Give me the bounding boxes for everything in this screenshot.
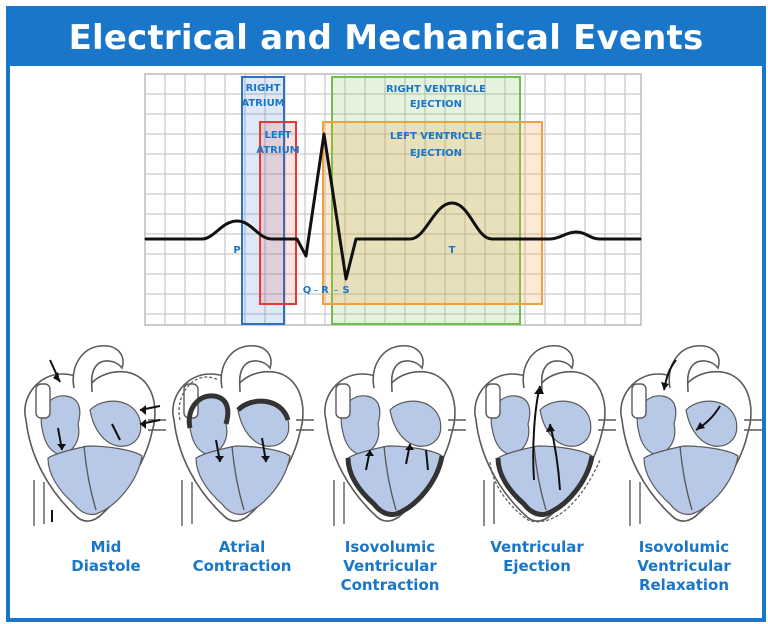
right-atrium-label-2: ATRIUM [241, 98, 284, 109]
stage-label-line: Diastole [71, 557, 141, 575]
contraction-outline [489, 459, 601, 523]
heart-illustration-atrial-contraction [172, 344, 315, 527]
right-atrium-label-1: RIGHT [246, 83, 281, 94]
left-ventricle-label-2: EJECTION [410, 148, 462, 159]
left-atrium-region [259, 121, 297, 305]
flow-arrow-icon [111, 423, 121, 441]
right-ventricle-label-2: EJECTION [410, 99, 462, 110]
left-atrium-label-1: LEFT [265, 130, 292, 141]
stage-label-line: Contraction [192, 557, 292, 575]
stage-label-isovolumic-relaxation: Isovolumic Ventricular Relaxation [614, 538, 754, 595]
ecg-trace [144, 132, 642, 281]
left-ventricle-label-1: LEFT VENTRICLE [390, 131, 482, 142]
stage-label-line: Ejection [503, 557, 571, 575]
qr-dash: – [314, 285, 319, 296]
atrial-wall-highlight [236, 398, 291, 421]
stage-label-line: Atrial [218, 538, 266, 556]
left-ventricle-region [322, 121, 543, 305]
stage-label-atrial-contraction: Atrial Contraction [172, 538, 312, 576]
title-bar: Electrical and Mechanical Events [10, 10, 762, 66]
page-title: Electrical and Mechanical Events [68, 18, 704, 58]
flow-arrow-icon [425, 449, 429, 471]
right-ventricle-region [331, 76, 521, 325]
heart-illustration-mid-diastole [24, 344, 167, 527]
stage-label-line: Contraction [340, 576, 440, 594]
heart-illustration-ventricular-ejection [474, 344, 617, 527]
ecg-grid-background [144, 73, 642, 326]
stage-label-line: Ventricular [490, 538, 584, 556]
t-wave-label: T [449, 245, 456, 256]
ecg-grid [144, 73, 642, 326]
atrial-wall-highlight [186, 393, 231, 429]
heart-illustration-isovolumic-relaxation [620, 344, 763, 527]
stage-label-line: Relaxation [638, 576, 730, 594]
stage-label-line: Isovolumic [344, 538, 436, 556]
q-wave-label: Q [303, 285, 312, 296]
p-wave-label: P [233, 245, 240, 256]
ventricle-wall-highlight [345, 455, 445, 517]
right-ventricle-label-1: RIGHT VENTRICLE [386, 84, 486, 95]
heart-illustration-isovolumic-contraction [324, 344, 467, 527]
stage-label-line: Mid [90, 538, 122, 556]
stage-label-line: Ventricular [343, 557, 437, 575]
left-atrium-label-2: ATRIUM [256, 145, 299, 156]
contraction-outline [178, 376, 219, 421]
right-atrium-region [241, 76, 285, 325]
rs-dash: – [334, 285, 339, 296]
stage-label-mid-diastole: Mid Diastole [36, 538, 176, 576]
stage-label-isovolumic-contraction: Isovolumic Ventricular Contraction [320, 538, 460, 595]
s-wave-label: S [342, 285, 349, 296]
r-wave-label: R [321, 285, 329, 296]
stage-label-line: Isovolumic [638, 538, 730, 556]
stage-label-line: Ventricular [637, 557, 731, 575]
stage-label-ventricular-ejection: Ventricular Ejection [467, 538, 607, 576]
ventricle-wall-highlight [495, 455, 595, 517]
